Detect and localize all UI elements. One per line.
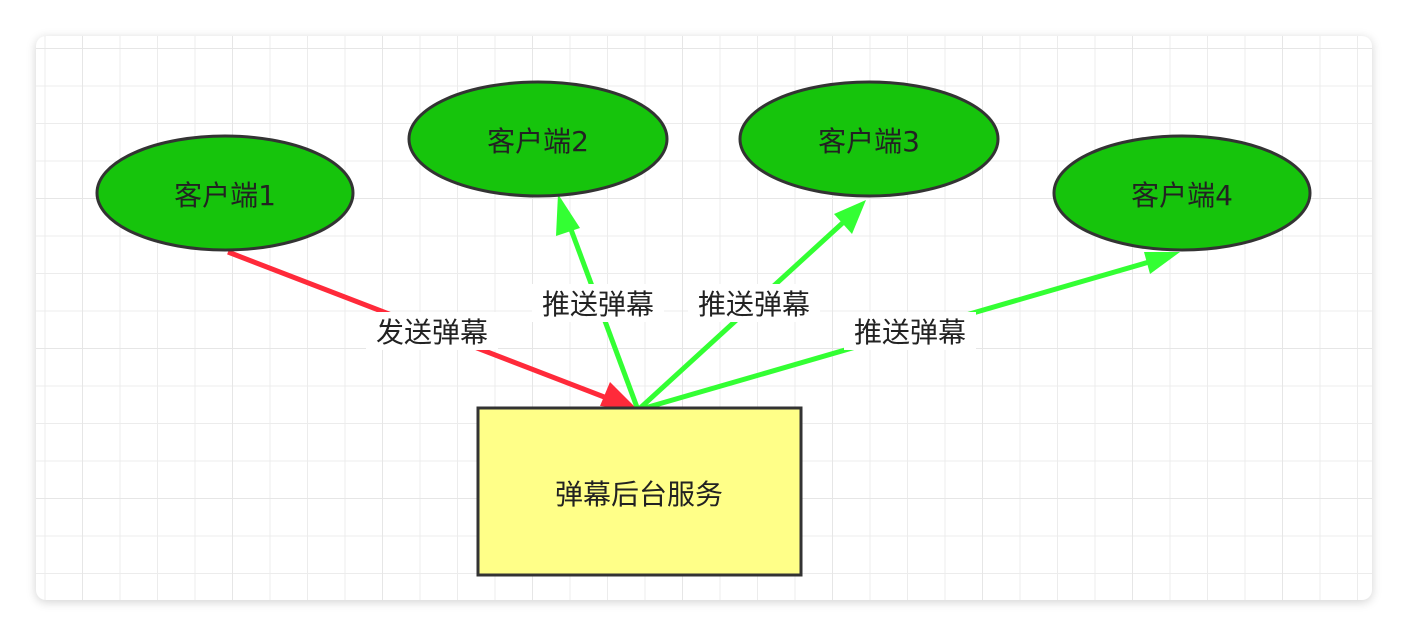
- edge-label-bg: [366, 312, 498, 350]
- edge-label-push-client4: 推送弹幕: [854, 316, 966, 349]
- server-node[interactable]: [476, 406, 803, 577]
- client-node-2-label: 客户端2: [487, 125, 589, 158]
- client-node-3[interactable]: [738, 80, 1000, 198]
- edge-label-send: 发送弹幕: [376, 316, 488, 349]
- client-node-1-label: 客户端1: [174, 179, 276, 212]
- edge-label-bg: [532, 284, 664, 322]
- client-nodes: 客户端1 客户端2 客户端3 客户端4: [95, 80, 1312, 252]
- server-node-label: 弹幕后台服务: [555, 478, 723, 511]
- edge-push-arrowhead: [1144, 252, 1180, 274]
- edge-push-arrowhead: [556, 194, 580, 236]
- edge-label-push-client3: 推送弹幕: [698, 288, 810, 321]
- edge-send-arrowhead: [600, 382, 638, 410]
- client-node-4[interactable]: [1052, 134, 1312, 252]
- client-node-2[interactable]: [407, 80, 669, 198]
- client-node-4-label: 客户端4: [1131, 179, 1233, 212]
- edge-label-push-client2: 推送弹幕: [542, 288, 654, 321]
- client-node-3-label: 客户端3: [818, 125, 920, 158]
- edge-label-bg: [844, 312, 976, 350]
- client-node-1[interactable]: [95, 134, 355, 252]
- server-node-group: 弹幕后台服务: [476, 406, 803, 577]
- edge-push-arrowhead: [834, 200, 866, 234]
- edge-labels: 发送弹幕 推送弹幕 推送弹幕 推送弹幕: [366, 284, 976, 350]
- edge-label-bg: [688, 284, 820, 322]
